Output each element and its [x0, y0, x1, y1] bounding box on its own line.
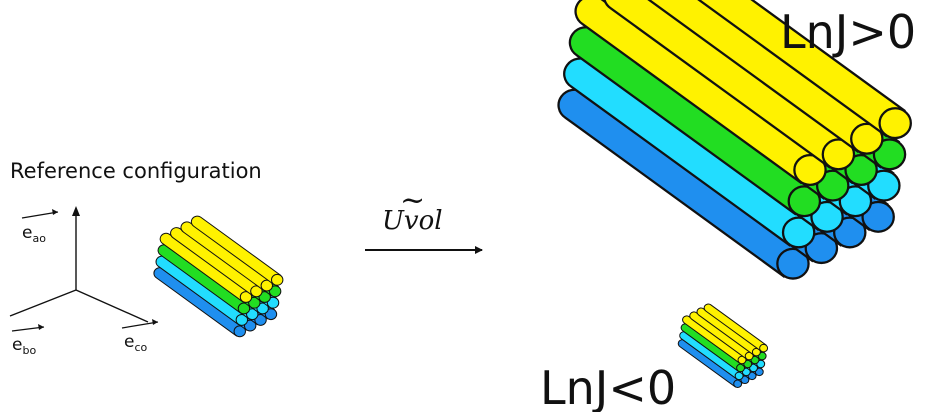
axis-c-label: eco	[121, 319, 159, 354]
cylinder-cap-r1-c3	[872, 138, 907, 171]
cylinder-cap-r2-c3	[867, 169, 901, 202]
fiber-bundle-reference	[153, 215, 284, 338]
reference-configuration-label: Reference configuration	[10, 159, 262, 183]
compressed-state-label: LnJ<0	[540, 361, 676, 412]
cylinder-cap-r1-c2	[258, 291, 271, 303]
cylinder-cap-r2-c1	[810, 200, 844, 233]
cylinder-cap-r3-c0	[233, 325, 246, 338]
svg-text:eco: eco	[124, 332, 148, 354]
cylinder-cap-r1-c3	[268, 285, 282, 298]
cylinder-cap-r0-c3	[878, 107, 912, 140]
cylinder-cap-r3-c3	[264, 308, 278, 321]
cylinder-body-r0-c0	[574, 0, 821, 185]
cylinder-body-r0-c3	[190, 215, 282, 286]
cylinder-body-r0-c3	[697, 0, 906, 138]
svg-text:eao: eao	[22, 223, 46, 245]
svg-text:ebo: ebo	[12, 335, 36, 357]
cylinder-cap-r2-c2	[838, 185, 873, 218]
cylinder-cap-r0-c1	[821, 138, 856, 171]
cylinder-cap-r1-c0	[787, 185, 822, 218]
cylinder-cap-r3-c1	[243, 319, 257, 332]
cylinder-body-r0-c2	[180, 221, 271, 291]
cylinder-cap-r3-c0	[776, 247, 810, 280]
cylinder-cap-r0-c0	[793, 154, 827, 186]
axis-b-label: ebo	[11, 324, 45, 357]
cylinder-body-r0-c2	[647, 0, 878, 153]
cylinder-cap-r3-c2	[833, 216, 867, 249]
axis-a-label: eao	[21, 209, 59, 245]
fiber-bundle-expanded	[557, 0, 912, 280]
cylinder-body-r0-c0	[159, 232, 251, 303]
axis-c-line	[75, 289, 149, 323]
operator-label: Uvol	[382, 206, 443, 236]
cylinder-cap-r2-c1	[246, 308, 259, 321]
cylinder-body-r0-c0	[682, 315, 746, 364]
cylinder-cap-r0-c0	[239, 291, 253, 303]
cylinder-cap-r1-c1	[815, 169, 850, 202]
cylinder-cap-r3-c1	[804, 232, 839, 265]
cylinder-cap-r0-c2	[850, 122, 884, 155]
transformation-operator: Uvol ~	[365, 183, 483, 254]
cylinder-cap-r3-c3	[861, 200, 895, 233]
axes-triad: eao ebo eco	[9, 206, 159, 357]
cylinder-cap-r1-c1	[248, 296, 261, 309]
operator-tilde: ~	[400, 183, 425, 218]
cylinder-body-r0-c1	[170, 227, 261, 297]
cylinder-cap-r2-c3	[266, 296, 280, 309]
cylinder-body-r0-c1	[689, 311, 753, 360]
cylinder-cap-r0-c3	[270, 273, 284, 286]
cylinder-body-r0-c1	[603, 0, 850, 169]
cylinder-cap-r2-c0	[235, 313, 249, 326]
axis-a-arrowhead	[72, 206, 80, 216]
cylinder-cap-r0-c1	[250, 285, 263, 298]
cylinder-cap-r2-c2	[256, 302, 269, 315]
cylinder-cap-r0-c2	[260, 279, 274, 292]
cylinder-cap-r0-c3	[759, 343, 769, 353]
cylinder-body-r0-c3	[703, 303, 767, 353]
cylinder-cap-r1-c2	[844, 154, 878, 186]
cylinder-cap-r3-c2	[254, 313, 267, 326]
fiber-bundle-compressed	[677, 303, 769, 389]
axis-b-line	[9, 289, 77, 317]
cylinder-body-r0-c2	[696, 307, 760, 356]
cylinder-cap-r1-c0	[237, 302, 251, 315]
expanded-state-label: LnJ>0	[780, 5, 916, 59]
cylinder-cap-r2-c0	[781, 216, 816, 249]
